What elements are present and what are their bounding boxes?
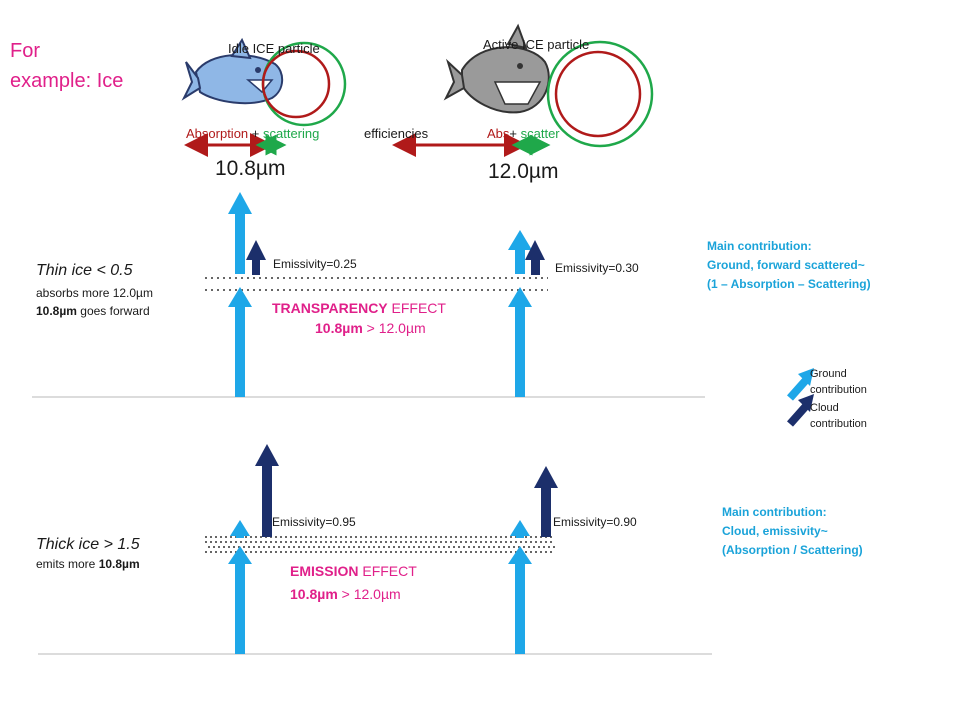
thick-cloud-arrow-right <box>534 466 558 537</box>
thick-ground-arrow-right-lower <box>508 546 532 654</box>
thin-ice-line2: 10.8µm goes forward <box>36 304 150 319</box>
transparency-effect-label: TRANSPARENCY EFFECT <box>272 300 446 316</box>
thin-compare-rest: > 12.0µm <box>362 320 426 336</box>
active-red-circle <box>554 50 642 138</box>
thick-main-contribution-line2: Cloud, emissivity~ <box>722 524 828 538</box>
legend-ground-arrow-icon <box>787 368 814 401</box>
thin-ice-line2-bold: 10.8µm <box>36 304 77 318</box>
thick-compare-label: 10.8µm > 12.0µm <box>290 586 401 602</box>
thick-ground-arrow-right-upper <box>510 520 530 538</box>
thick-cloud-layer <box>205 536 555 553</box>
thin-ice-title: Thin ice < 0.5 <box>36 262 133 279</box>
wavelength-right: 12.0µm <box>488 160 559 183</box>
scattering-text: scattering <box>262 126 320 141</box>
active-shark-icon <box>443 23 550 114</box>
abs-text: Abs <box>487 126 510 141</box>
emission-effect-bold: EMISSION <box>290 563 359 579</box>
legend-cloud-line2: contribution <box>810 418 867 430</box>
thick-ground-arrow-left-lower <box>228 546 252 654</box>
plus2-text: + <box>509 126 521 141</box>
thin-ground-arrow-right-lower <box>508 287 532 397</box>
thin-emissivity-left: Emissivity=0.25 <box>273 257 357 271</box>
thin-ice-line2-rest: goes forward <box>76 304 150 318</box>
thin-ground-arrow-left-upper <box>228 192 252 274</box>
active-particle-label: Active ICE particle <box>483 37 590 52</box>
idle-shark-icon <box>181 37 284 105</box>
thick-ice-title: Thick ice > 1.5 <box>36 536 140 553</box>
thin-cloud-arrow-left <box>246 240 266 275</box>
thin-main-contribution-line1: Main contribution: <box>707 239 812 253</box>
transparency-effect-rest: EFFECT <box>387 300 446 316</box>
active-green-circle <box>546 40 654 148</box>
thick-emissivity-left: Emissivity=0.95 <box>272 515 356 529</box>
thin-ice-line1: absorbs more 12.0µm <box>36 286 153 300</box>
legend-ground-line1: Ground <box>810 368 847 380</box>
emission-effect-label: EMISSION EFFECT <box>290 563 417 579</box>
thin-ground-arrow-left-lower <box>228 287 252 397</box>
thick-main-contribution-line3: (Absorption / Scattering) <box>722 543 863 557</box>
transparency-effect-bold: TRANSPARENCY <box>272 300 388 316</box>
legend-cloud-arrow-icon <box>787 394 814 427</box>
thin-emissivity-right: Emissivity=0.30 <box>555 261 639 275</box>
legend-ground-line2: contribution <box>810 384 867 396</box>
thin-cloud-layer <box>205 277 548 291</box>
wavelength-left: 10.8µm <box>215 157 286 180</box>
thin-main-contribution-line2: Ground, forward scattered~ <box>707 258 865 272</box>
efficiencies-left-label: Absorption + scattering <box>186 126 320 142</box>
plus-text: + <box>248 126 263 141</box>
thick-ice-line1-bold: 10.8µm <box>98 557 140 571</box>
thin-main-contribution-line3: (1 – Absorption – Scattering) <box>707 277 871 291</box>
thin-compare-label: 10.8µm > 12.0µm <box>315 320 426 336</box>
thick-compare-bold: 10.8µm <box>290 586 338 602</box>
thick-compare-rest: > 12.0µm <box>337 586 401 602</box>
legend-cloud-line1: Cloud <box>810 402 839 414</box>
thick-ice-line1-rest: emits more <box>36 557 99 571</box>
thin-cloud-arrow-right <box>525 240 545 275</box>
thin-ground-arrow-right-upper <box>508 230 532 274</box>
efficiencies-right-label: Abs+ scatter <box>487 126 560 142</box>
thick-cloud-arrow-left <box>255 444 279 537</box>
idle-particle-label: Idle ICE particle <box>228 41 320 56</box>
title-line1: For <box>10 40 40 62</box>
thick-emissivity-right: Emissivity=0.90 <box>553 515 637 529</box>
idle-red-circle <box>261 49 331 119</box>
title-line2: example: Ice <box>10 70 124 92</box>
absorption-text: Absorption <box>186 126 249 141</box>
emission-effect-rest: EFFECT <box>358 563 417 579</box>
thick-main-contribution-line1: Main contribution: <box>722 505 827 519</box>
scatter-text: scatter <box>520 126 560 141</box>
thick-ground-arrow-left-upper <box>230 520 250 538</box>
efficiencies-middle-label: efficiencies <box>364 126 429 141</box>
thick-ice-line1: emits more 10.8µm <box>36 557 140 572</box>
thin-compare-bold: 10.8µm <box>315 320 363 336</box>
